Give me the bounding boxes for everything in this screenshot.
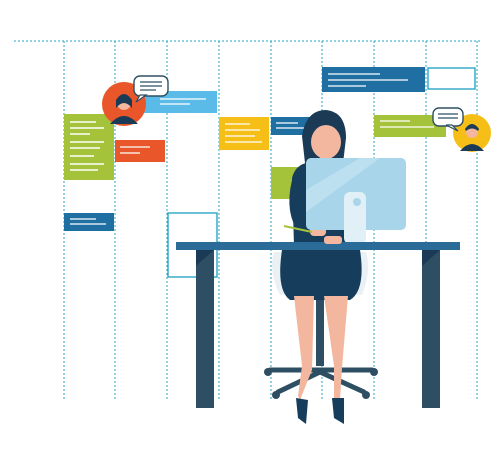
event-block-yellow [219, 117, 269, 150]
day-label: Sat [340, 16, 357, 28]
hour-label: 11:00 [28, 113, 53, 124]
day-label: Fri [290, 16, 303, 28]
hour-label: 14:00 [27, 185, 52, 196]
day-label: Tue [131, 16, 150, 28]
day-label: Mon [77, 16, 98, 28]
chat-bubble-icon [133, 75, 169, 103]
day-label: Mon [441, 16, 462, 28]
day-label: Wed [181, 16, 203, 28]
desk [176, 242, 460, 408]
event-block-orange [115, 140, 165, 162]
right-user-avatar [432, 107, 491, 152]
event-block-navy [271, 117, 311, 135]
day-label: Sun [388, 16, 408, 28]
hour-label: 10:00 [27, 89, 52, 100]
event-block-navy [64, 213, 114, 231]
hour-label: 13:00 [27, 161, 52, 172]
hour-label: 18:00 [27, 281, 52, 292]
day-headers: Mon Tue Wed Thu Fri Sat Sun Mon [77, 16, 462, 28]
hour-label: 15:00 [27, 209, 52, 220]
hour-label: 9:00 [30, 65, 50, 76]
hour-label: 17:00 [27, 257, 52, 268]
calendar-grid [14, 40, 480, 400]
desktop-monitor [306, 158, 406, 244]
event-blocks [64, 67, 476, 278]
event-block-empty [427, 67, 476, 90]
hand [324, 236, 342, 244]
event-block-green [64, 114, 114, 180]
day-label: Thu [235, 16, 254, 28]
chat-bubble-icon [432, 107, 464, 132]
woman-figure [280, 110, 362, 424]
hour-labels: 9:00 10:00 11:00 12:00 13:00 14:00 15:00… [27, 65, 52, 292]
hour-label: 12:00 [27, 137, 52, 148]
left-user-avatar [102, 75, 169, 126]
hour-label: 16:00 [27, 233, 52, 244]
